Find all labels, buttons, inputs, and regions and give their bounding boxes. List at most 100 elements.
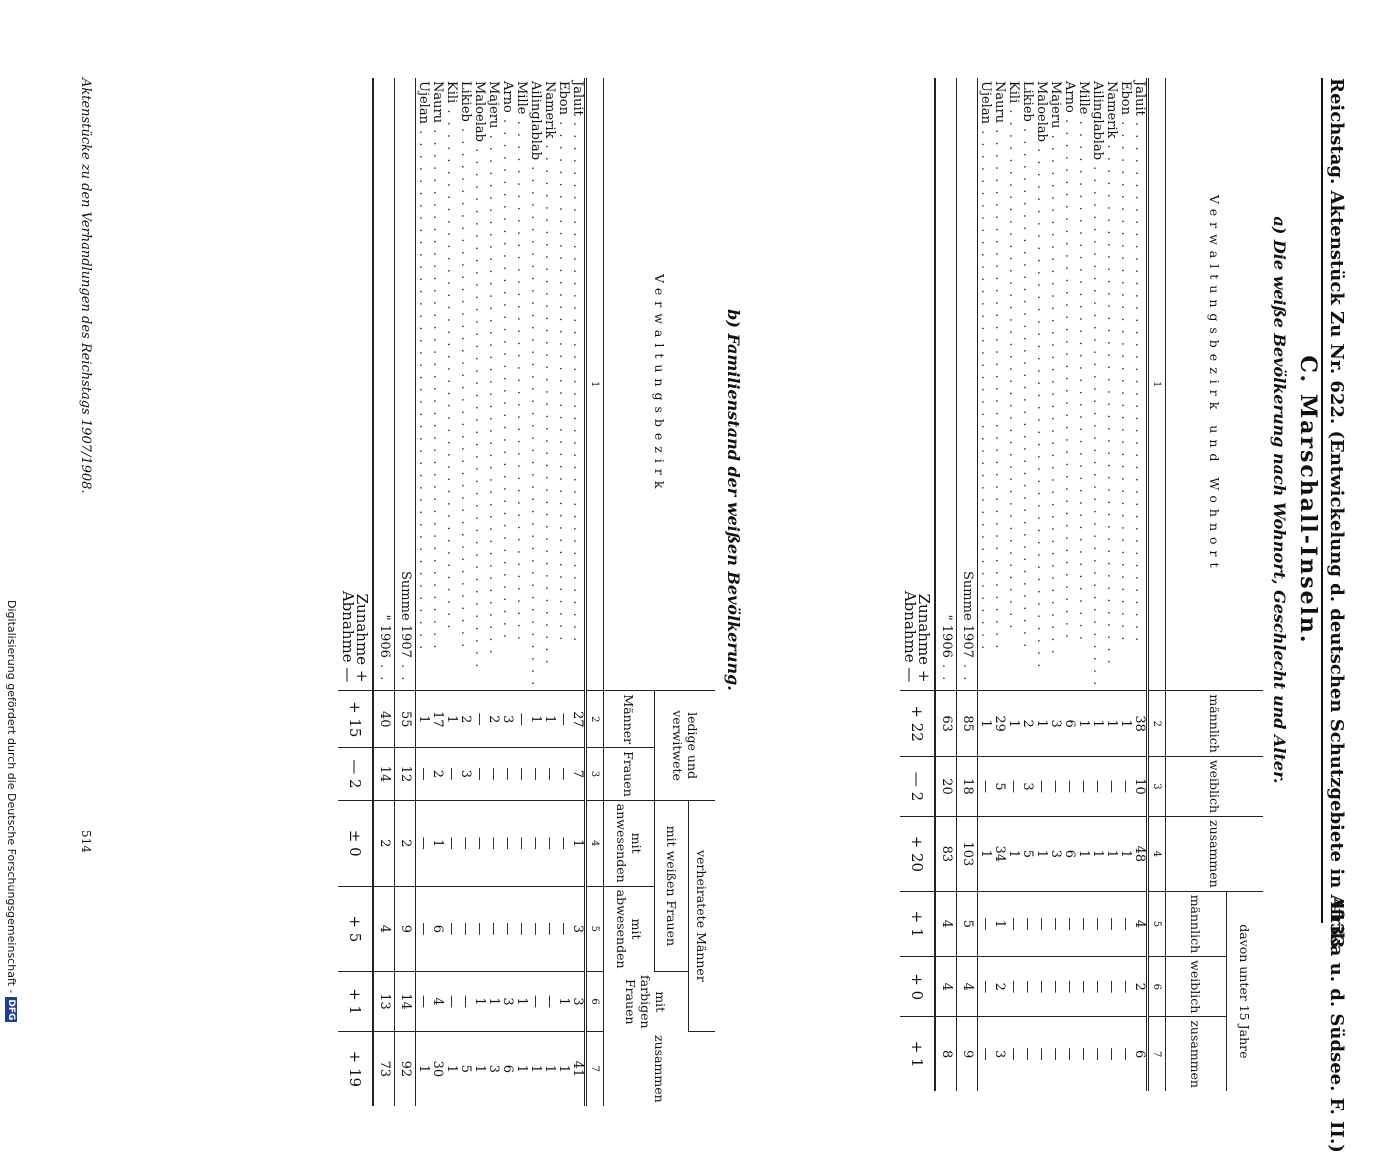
cell-value: 1 [1118, 690, 1133, 757]
cell-value: — [500, 747, 515, 801]
change-label: Zunahme +Abnahme — [900, 78, 935, 691]
change-row: Zunahme +Abnahme —+ 15— 2± 0+ 5+ 1+ 19 [338, 78, 373, 1106]
cell-value: 1 [1090, 816, 1105, 892]
cell-value: — [1104, 891, 1119, 957]
cell-value: 1 [992, 891, 1007, 957]
decrease-label: Abnahme — [901, 590, 919, 683]
cell-value: 83 [935, 816, 957, 892]
change-value: + 5 [338, 886, 373, 972]
row-place-name: Arno [500, 78, 514, 691]
cell-value: — [528, 747, 543, 801]
column-number: 5 [1147, 891, 1166, 957]
cell-value: 1 [1118, 816, 1133, 892]
cell-value: — [486, 800, 501, 887]
row-place-name: Majeru [486, 78, 500, 691]
table-row: Ebon————11 [556, 78, 571, 1106]
cell-value: 3 [1048, 816, 1063, 892]
cell-value: — [444, 886, 459, 972]
cell-value: 6 [1132, 1050, 1147, 1059]
cell-value: 1 [556, 971, 571, 1032]
table-row: Nauru17216430 [430, 78, 445, 1106]
cell-value: — [1048, 891, 1063, 957]
cell-value: — [977, 956, 993, 1017]
cell-value: 40 [373, 690, 395, 748]
cell-value: 3 [500, 971, 515, 1032]
row-place-name: Kili [1006, 78, 1020, 691]
table-row: Maloelab————11 [472, 78, 487, 1106]
change-value: + 1 [900, 891, 935, 957]
table-row: Ailinglablab1————1 [528, 78, 543, 1106]
cell-value: — [1104, 956, 1119, 1017]
cell-value: 4 [430, 971, 445, 1032]
cell-value: — [556, 886, 571, 972]
row-place-name: Namerik [542, 78, 556, 691]
cell-value: 2 [373, 800, 395, 887]
header-rule [1321, 78, 1323, 923]
cell-value: — [1034, 756, 1049, 817]
cell-value: 5 [1020, 816, 1035, 892]
cell-value: — [514, 800, 529, 887]
change-value: + 1 [900, 1016, 935, 1091]
row-place-name: Ailinglablab [1090, 78, 1104, 691]
cell-value: — [415, 886, 431, 972]
sum1906-row: " 19064014241373 [373, 78, 395, 1106]
cell-value: — [1062, 1047, 1077, 1061]
cell-value: — [514, 690, 529, 748]
table-row: Ailinglablab1—1——— [1090, 78, 1105, 1091]
page-title: C. Marschall-Inseln. [1295, 355, 1321, 645]
cell-value: 1 [542, 1064, 557, 1073]
row-place-name: Maloelab [472, 78, 486, 691]
running-header: Reichstag. Aktenstück Zu Nr. 622. (Entwi… [1326, 78, 1347, 1153]
cell-value: — [1090, 891, 1105, 957]
cell-value: — [514, 886, 529, 972]
table-row: Maloelab1—1——— [1034, 78, 1049, 1091]
cell-value: 2 [458, 690, 473, 748]
cell-value: — [415, 971, 431, 1032]
change-value: + 20 [900, 816, 935, 892]
cell-value: — [472, 886, 487, 972]
cell-value: — [528, 886, 543, 972]
cell-value: 2 [486, 690, 501, 748]
increase-label: Zunahme + [353, 593, 371, 683]
col-header-male: männlich [1165, 690, 1263, 757]
cell-value: — [500, 800, 515, 887]
table-row: Arno3———36 [500, 78, 515, 1106]
cell-value: 14 [373, 747, 395, 801]
cell-value: 1 [444, 690, 459, 748]
cell-value: — [1104, 1047, 1119, 1061]
cell-value: — [472, 690, 487, 748]
cell-value: 1 [977, 816, 993, 892]
cell-value: 1 [570, 800, 586, 887]
col-header-married: verheiratete Männer [688, 800, 715, 1032]
cell-value: — [1090, 756, 1105, 817]
change-value: + 0 [900, 956, 935, 1017]
change-row: Zunahme +Abnahme —+ 22— 2+ 20+ 1+ 0+ 1 [900, 78, 935, 1091]
column-number: 4 [1147, 816, 1166, 892]
cell-value: 17 [430, 690, 445, 748]
sum1906-label: " 1906 [373, 78, 395, 691]
footer-text: Aktenstücke zu den Verhandlungen des Rei… [78, 78, 93, 494]
cell-value: 5 [956, 891, 978, 957]
cell-value: 3 [486, 1064, 501, 1073]
cell-value: 1 [472, 1064, 487, 1073]
row-place-name: Ujelan [415, 78, 430, 691]
column-number: 1 [1147, 78, 1166, 691]
cell-value: 41 [570, 1060, 585, 1078]
col-header-single: ledige und verwitwete [654, 690, 715, 801]
cell-value: 29 [992, 690, 1007, 757]
cell-value: 2 [1020, 690, 1035, 757]
cell-value: 1 [514, 1064, 529, 1073]
digitization-credit: Digitalisierung gefördert durch die Deut… [5, 600, 18, 1023]
cell-value: 14 [394, 971, 416, 1032]
cell-value: — [458, 886, 473, 972]
cell-value: 1 [1104, 816, 1119, 892]
cell-value: — [472, 747, 487, 801]
cell-value: 1 [977, 690, 993, 757]
change-value: + 1 [338, 971, 373, 1032]
table-row: Majeru2———13 [486, 78, 501, 1106]
cell-value: — [1062, 891, 1077, 957]
cell-value: — [1006, 956, 1021, 1017]
row-place-name: Jaluit [570, 78, 586, 691]
cell-value: 1 [556, 1064, 571, 1073]
table-row: Kili1————1 [444, 78, 459, 1106]
